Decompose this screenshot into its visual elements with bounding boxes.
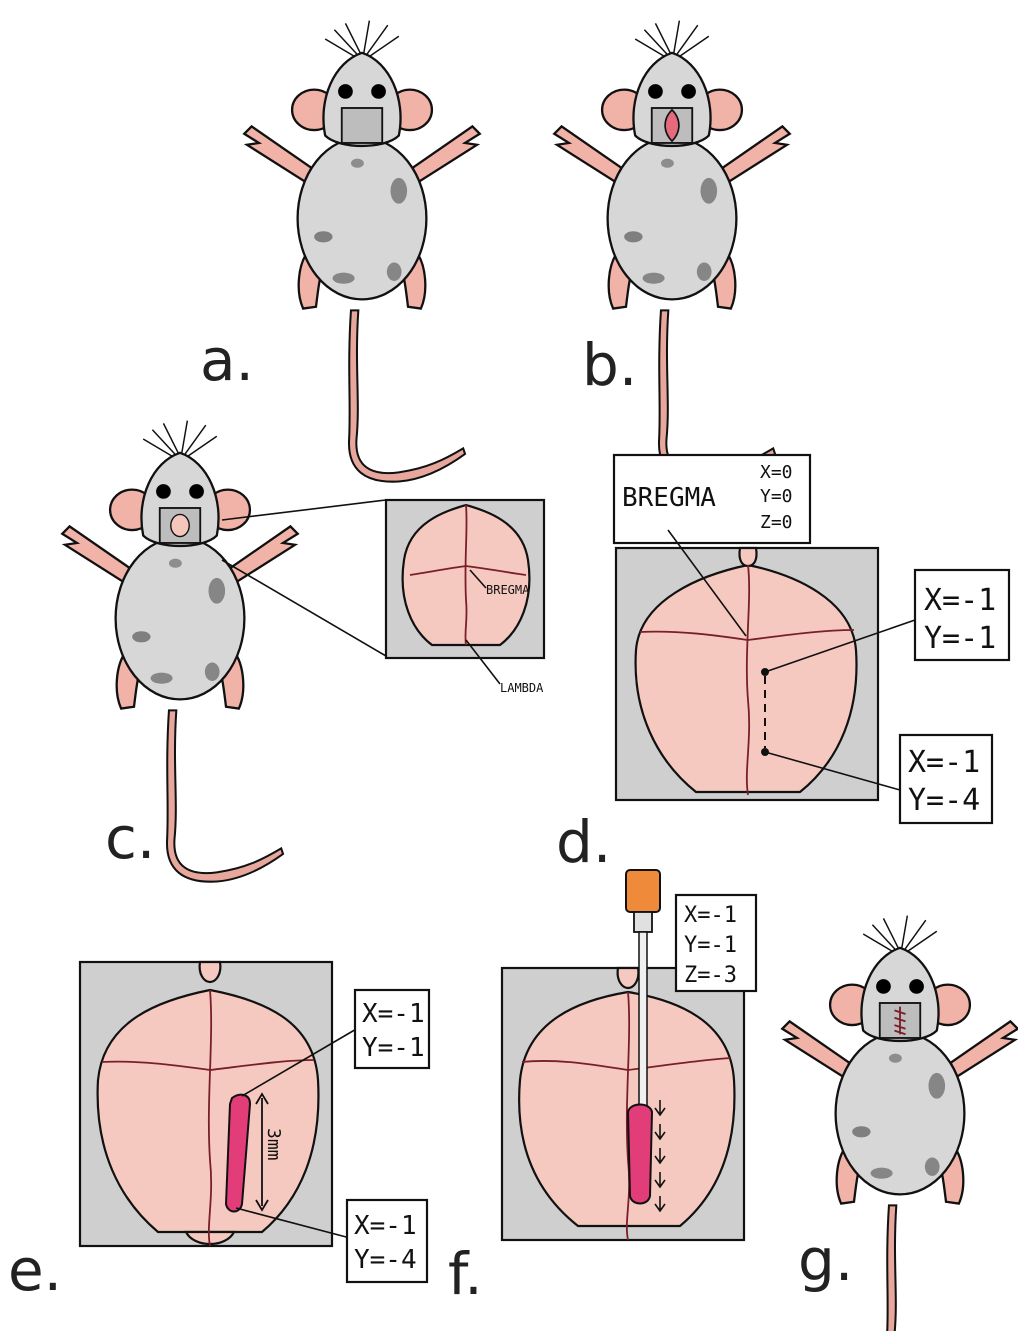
coord-z-f: Z=-3 (684, 963, 737, 988)
point2-x-d: X=-1 (908, 745, 980, 780)
point2-y-e: Y=-4 (354, 1245, 417, 1275)
point2-y-d: Y=-4 (908, 783, 980, 818)
coord-x-f: X=-1 (684, 903, 737, 928)
panel-c-mouse (62, 421, 298, 882)
lambda-label: LAMBDA (500, 681, 544, 695)
panel-b-letter: b. (582, 331, 637, 399)
shaved-patch (342, 108, 382, 143)
needle-collar (634, 912, 652, 932)
panel-e-letter: e. (8, 1236, 62, 1304)
panel-g-letter: g. (798, 1226, 853, 1294)
point1-x-e: X=-1 (362, 999, 425, 1029)
panel-c-letter: c. (105, 804, 155, 872)
bregma-z: Z=0 (760, 512, 793, 533)
coord-y-f: Y=-1 (684, 933, 737, 958)
bregma-y: Y=0 (760, 486, 793, 507)
point2-x-e: X=-1 (354, 1211, 417, 1241)
point1-y-d: Y=-1 (924, 621, 996, 656)
point1-y-e: Y=-1 (362, 1033, 425, 1063)
panel-b-mouse (554, 21, 790, 482)
panel-c-zoom: BREGMA LAMBDA (222, 500, 544, 695)
panel-d: BREGMA X=0 Y=0 Z=0 X=-1 Y=-1 X=-1 Y=-4 (614, 455, 1009, 823)
panel-f-letter: f. (448, 1240, 483, 1308)
incision-length-label: 3mm (263, 1128, 284, 1161)
bregma-title: BREGMA (622, 483, 716, 513)
needle-hub (626, 870, 660, 912)
panel-a-letter: a. (200, 326, 254, 394)
bregma-x: X=0 (760, 462, 793, 483)
panel-a-mouse (244, 21, 480, 482)
panel-d-letter: d. (556, 808, 611, 876)
point1-x-d: X=-1 (924, 583, 996, 618)
bregma-label-small: BREGMA (486, 583, 530, 597)
needle-shaft (639, 932, 647, 1112)
incision-mark-f (628, 1105, 652, 1204)
panel-f: X=-1 Y=-1 Z=-3 (502, 870, 756, 1240)
panel-e: 3mm X=-1 Y=-1 X=-1 Y=-4 (80, 962, 429, 1282)
